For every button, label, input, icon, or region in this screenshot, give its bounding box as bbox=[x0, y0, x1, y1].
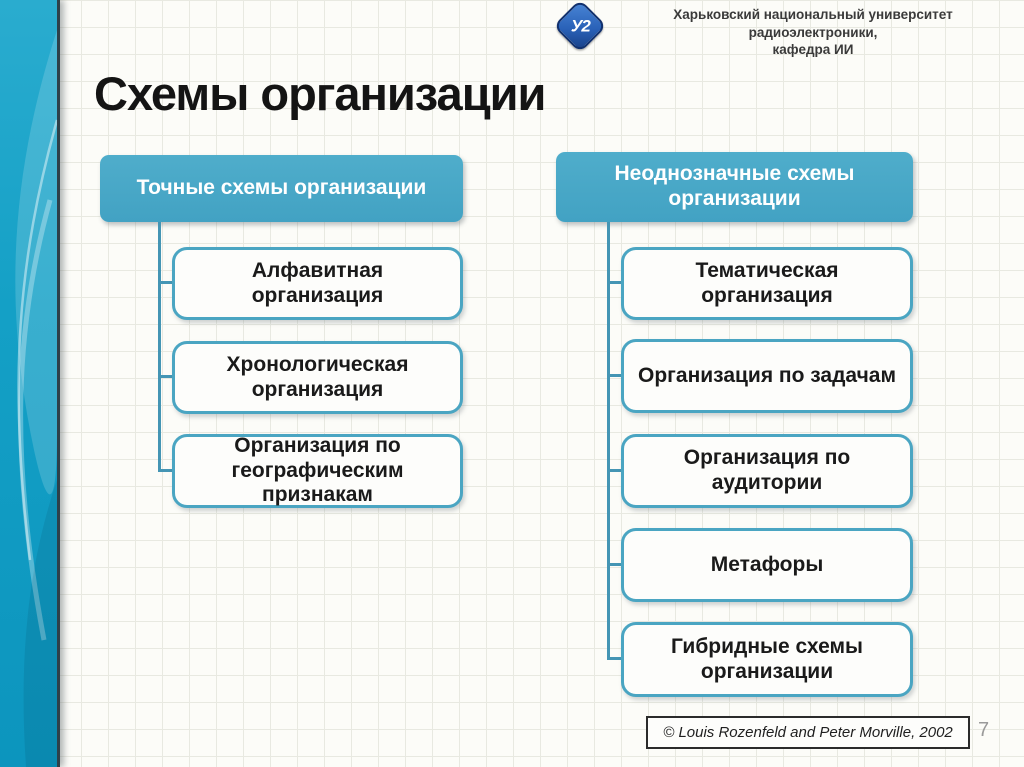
tree-node-thematic: Тематическая организация bbox=[621, 247, 913, 320]
tree-connector bbox=[607, 469, 622, 472]
tree-node-chronological: Хронологическая организация bbox=[172, 341, 463, 414]
tree-connector bbox=[158, 281, 173, 284]
university-name-line2: кафедра ИИ bbox=[772, 42, 854, 58]
tree-node-alphabetical: Алфавитная организация bbox=[172, 247, 463, 320]
university-header: У2 Харьковский национальный университет … bbox=[553, 0, 1015, 57]
tree-header-ambiguous-schemes: Неоднозначные схемы организации bbox=[556, 152, 913, 222]
tree-connector bbox=[607, 563, 622, 566]
sidebar-decoration bbox=[0, 0, 60, 767]
tree-node-hybrid: Гибридные схемы организации bbox=[621, 622, 913, 697]
tree-header-exact-schemes: Точные схемы организации bbox=[100, 155, 463, 222]
tree-connector bbox=[607, 281, 622, 284]
tree-connector bbox=[607, 657, 622, 660]
page-number: 7 bbox=[978, 719, 990, 741]
tree-connector bbox=[158, 222, 161, 472]
university-logo-text: У2 bbox=[570, 16, 590, 35]
tree-node-geographical: Организация по географическим признакам bbox=[172, 434, 463, 508]
tree-node-by-audience: Организация по аудитории bbox=[621, 434, 913, 508]
tree-connector bbox=[607, 374, 622, 377]
copyright-note: © Louis Rozenfeld and Peter Morville, 20… bbox=[646, 716, 970, 749]
tree-connector bbox=[158, 375, 173, 378]
tree-node-by-tasks: Организация по задачам bbox=[621, 339, 913, 413]
university-name-line1: Харьковский национальный университет рад… bbox=[673, 7, 953, 40]
tree-node-metaphors: Метафоры bbox=[621, 528, 913, 602]
university-name: Харьковский национальный университет рад… bbox=[613, 6, 1013, 59]
university-logo-icon: У2 bbox=[553, 0, 607, 53]
tree-connector bbox=[607, 222, 610, 660]
page-title: Схемы организации bbox=[94, 67, 546, 120]
tree-connector bbox=[158, 469, 173, 472]
sidebar-swoosh-graphic bbox=[15, 30, 57, 767]
